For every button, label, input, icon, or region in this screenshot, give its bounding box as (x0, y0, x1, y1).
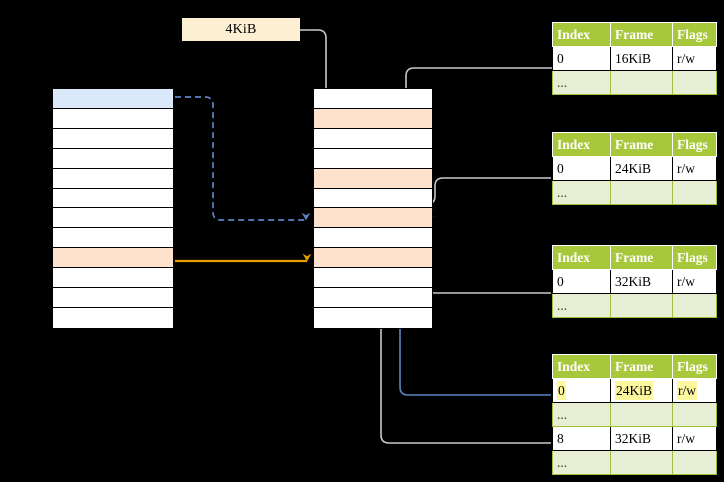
page-directory-entry-5 (53, 188, 173, 209)
column-header-index: Index (552, 132, 611, 157)
page-directory-entry-1 (53, 108, 173, 129)
column-header-flags: Flags (672, 354, 717, 379)
page-directory-entry-2 (53, 128, 173, 149)
cell-index: 0 (552, 46, 611, 71)
wire-directory-entry-to-pagetable (175, 96, 311, 221)
cell-flags: r/w (672, 46, 717, 71)
column-header-frame: Frame (610, 354, 673, 379)
page-directory-entry-6 (53, 208, 173, 229)
column-header-index: Index (552, 245, 611, 270)
page-directory-entry-0 (53, 89, 173, 109)
page-table-column (313, 88, 433, 329)
page-size-label: 4KiB (182, 18, 300, 41)
page-directory-entry-7 (53, 228, 173, 249)
page-directory-entry-9 (53, 268, 173, 289)
cell-index: 0 (552, 269, 611, 294)
column-header-frame: Frame (610, 22, 673, 47)
cell-flags: r/w (672, 426, 717, 451)
cell-flags: r/w (672, 269, 717, 294)
page-table-entry-10 (314, 288, 432, 308)
cell-frame: 24KiB (610, 378, 673, 403)
page-directory-entry-3 (53, 148, 173, 169)
table-row-ellipsis: ... (552, 450, 717, 475)
cell-index: ... (552, 402, 611, 427)
page-directory-entry-11 (53, 307, 173, 328)
table-row-ellipsis: ... (552, 180, 717, 205)
page-table-entry-1 (314, 108, 432, 129)
cell-frame: 24KiB (610, 156, 673, 181)
page-directory-entry-10 (53, 288, 173, 308)
cell-index: ... (552, 293, 611, 318)
highlighted-value: 0 (557, 380, 566, 401)
page-directory-entry-8 (53, 248, 173, 269)
cell-flags (672, 293, 717, 318)
cell-flags (672, 180, 717, 205)
highlighted-value: 24KiB (615, 380, 654, 401)
cell-frame (610, 450, 673, 475)
page-directory-entry-4 (53, 168, 173, 189)
cell-frame (610, 402, 673, 427)
page-table-entry-4 (314, 168, 432, 189)
cell-index: 0 (552, 156, 611, 181)
cell-frame (610, 70, 673, 95)
column-header-flags: Flags (672, 132, 717, 157)
column-header-index: Index (552, 354, 611, 379)
cell-frame: 32KiB (610, 426, 673, 451)
column-header-index: Index (552, 22, 611, 47)
cell-frame: 32KiB (610, 269, 673, 294)
wire-table3-to-pagetable (418, 269, 551, 294)
page-table-entry-11 (314, 307, 432, 328)
cell-flags (672, 402, 717, 427)
page-table-entry-7 (314, 228, 432, 249)
column-header-frame: Frame (610, 245, 673, 270)
cell-index: ... (552, 450, 611, 475)
cell-index: 8 (552, 426, 611, 451)
wire-table2-to-pagetable (426, 177, 551, 217)
highlighted-value: r/w (677, 380, 697, 401)
cell-flags: r/w (672, 156, 717, 181)
page-table-entry-0 (314, 89, 432, 109)
table-row-ellipsis: ... (552, 293, 717, 318)
column-header-flags: Flags (672, 22, 717, 47)
cell-frame (610, 293, 673, 318)
cell-flags: r/w (672, 378, 717, 403)
page-table-entry-5 (314, 188, 432, 209)
page-table-entry-8 (314, 248, 432, 269)
cell-flags (672, 70, 717, 95)
cell-index: ... (552, 180, 611, 205)
table-row-ellipsis: ... (552, 402, 717, 427)
table-row: 0 24KiB r/w (552, 378, 717, 403)
table-row-ellipsis: ... (552, 70, 717, 95)
page-table-entry-3 (314, 148, 432, 169)
page-table-entry-9 (314, 268, 432, 289)
cell-frame (610, 180, 673, 205)
cell-index: ... (552, 70, 611, 95)
cell-frame: 16KiB (610, 46, 673, 71)
page-directory-column (52, 88, 174, 329)
page-size-text: 4KiB (225, 21, 257, 37)
page-table-entry-6 (314, 208, 432, 229)
column-header-flags: Flags (672, 245, 717, 270)
page-table-entry-2 (314, 128, 432, 149)
cell-flags (672, 450, 717, 475)
column-header-frame: Frame (610, 132, 673, 157)
cell-index: 0 (552, 378, 611, 403)
